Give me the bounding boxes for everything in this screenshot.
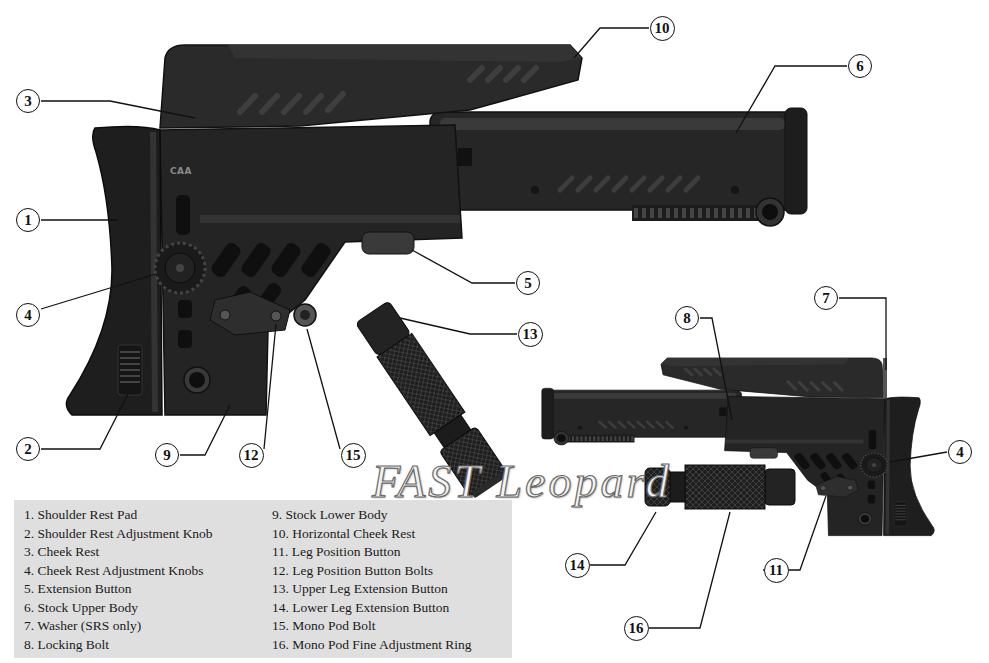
callout-number: 6 bbox=[856, 59, 864, 74]
part-list-item: 6. Stock Upper Body bbox=[24, 600, 138, 616]
callout-number: 4 bbox=[956, 445, 964, 460]
callout-number: 10 bbox=[655, 21, 670, 36]
callout-circle: 1 bbox=[16, 208, 40, 232]
part-list-item: 16. Mono Pod Fine Adjustment Ring bbox=[272, 637, 472, 653]
callout-circle: 4 bbox=[16, 303, 40, 327]
callout-circle: 14 bbox=[565, 553, 590, 578]
callout-number: 15 bbox=[346, 448, 361, 463]
part-list-item: 1. Shoulder Rest Pad bbox=[24, 507, 137, 523]
callout-number: 7 bbox=[822, 291, 830, 306]
callout-number: 11 bbox=[769, 563, 783, 578]
callout-circle: 16 bbox=[624, 616, 649, 641]
callout-circle: 11 bbox=[764, 558, 789, 583]
legend-panel bbox=[14, 500, 512, 658]
callout-number: 8 bbox=[683, 311, 691, 326]
part-list-item: 5. Extension Button bbox=[24, 581, 132, 597]
callout-circle: 10 bbox=[650, 16, 675, 41]
callout-number: 5 bbox=[524, 276, 532, 291]
part-list-item: 11. Leg Position Button bbox=[272, 544, 401, 560]
callout-number: 1 bbox=[24, 213, 32, 228]
part-list-item: 15. Mono Pod Bolt bbox=[272, 618, 376, 634]
callout-number: 16 bbox=[629, 621, 644, 636]
callout-number: 9 bbox=[163, 448, 171, 463]
watermark: FAST Leopard bbox=[372, 459, 672, 505]
callout-circle: 6 bbox=[848, 54, 872, 78]
part-list-item: 3. Cheek Rest bbox=[24, 544, 99, 560]
part-list-item: 8. Locking Bolt bbox=[24, 637, 109, 653]
part-list-item: 7. Washer (SRS only) bbox=[24, 618, 141, 634]
part-list-item: 14. Lower Leg Extension Button bbox=[272, 600, 449, 616]
callout-circle: 4 bbox=[948, 440, 972, 464]
callout-circle: 9 bbox=[155, 443, 179, 467]
part-list-item: 13. Upper Leg Extension Button bbox=[272, 581, 448, 597]
part-list-item: 12. Leg Position Button Bolts bbox=[272, 563, 433, 579]
callout-number: 4 bbox=[24, 308, 32, 323]
brand-mark: CAA bbox=[170, 166, 192, 177]
callout-circle: 5 bbox=[516, 271, 540, 295]
part-list-item: 9. Stock Lower Body bbox=[272, 507, 388, 523]
callout-circle: 13 bbox=[518, 322, 543, 347]
callout-number: 12 bbox=[244, 448, 259, 463]
callout-number: 2 bbox=[24, 442, 32, 457]
callout-circle: 7 bbox=[814, 286, 838, 310]
callout-circle: 8 bbox=[675, 306, 699, 330]
callout-number: 14 bbox=[570, 558, 585, 573]
callout-circle: 3 bbox=[16, 89, 40, 113]
callout-circle: 15 bbox=[341, 443, 366, 468]
callout-number: 3 bbox=[24, 94, 32, 109]
part-list-item: 10. Horizontal Cheek Rest bbox=[272, 526, 415, 542]
callout-circle: 12 bbox=[239, 443, 264, 468]
part-list-item: 2. Shoulder Rest Adjustment Knob bbox=[24, 526, 213, 542]
callout-number: 13 bbox=[523, 327, 538, 342]
part-list-item: 4. Cheek Rest Adjustment Knobs bbox=[24, 563, 204, 579]
callout-circle: 2 bbox=[16, 437, 40, 461]
